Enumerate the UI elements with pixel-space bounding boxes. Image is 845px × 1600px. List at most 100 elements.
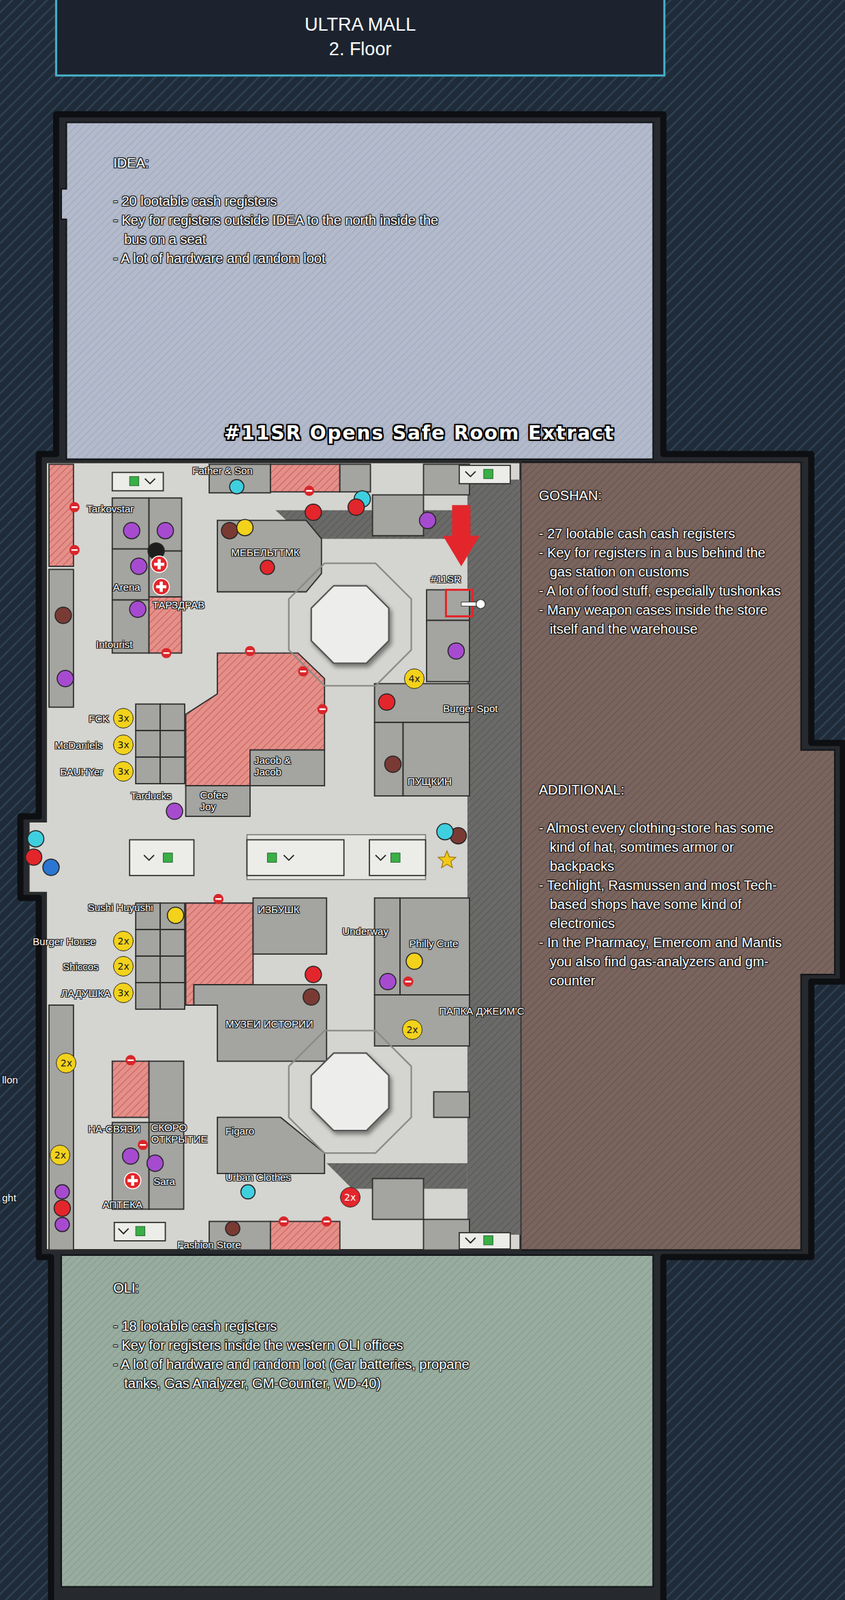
key-icon	[476, 599, 486, 609]
loot-dot	[25, 479, 467, 1237]
register-count: 3x	[117, 712, 130, 724]
note-item: - In the Pharmacy, Emercom and Mantis yo…	[539, 932, 792, 991]
loot-dot	[348, 498, 365, 516]
loot-dot	[53, 1200, 71, 1217]
store-label: McDaniels	[54, 739, 103, 751]
store-label: МУЗЕИ ИСТОРИИ	[225, 1018, 314, 1030]
stairs-icon	[246, 839, 344, 875]
medic-icon	[153, 578, 170, 595]
store-block	[374, 898, 401, 995]
atrium	[246, 563, 426, 1154]
store-block	[160, 929, 185, 957]
stairs-icon	[143, 855, 155, 860]
stairs-icon	[375, 855, 386, 860]
loot-dot	[303, 988, 320, 1006]
note-item: - A lot of hardware and random loot	[113, 248, 441, 268]
store-label: Burger House	[32, 934, 97, 947]
goshan-area	[520, 462, 835, 1250]
note-item: - A lot of hardware and random loot (Car…	[113, 1354, 502, 1393]
store-label: Shiccos	[62, 960, 99, 973]
atrium-outline	[288, 563, 412, 687]
building-outline	[20, 114, 843, 1600]
loot-dot	[240, 1185, 255, 1200]
note-item: - Key for registers inside the western O…	[113, 1335, 502, 1355]
store-block	[374, 722, 404, 796]
door-key-label: #11SR	[430, 573, 462, 585]
area-heading: GOSHAN:	[539, 485, 792, 505]
store-block	[160, 730, 185, 758]
store-label: Arena	[113, 581, 141, 593]
store-block	[270, 1221, 341, 1250]
stairs-icon	[135, 1226, 145, 1236]
store-label: Father & Son	[192, 464, 253, 477]
store-block	[160, 902, 185, 930]
store-label: ЛАДУШКА	[60, 987, 111, 1000]
loot-dot	[25, 849, 42, 866]
loot-dot	[55, 1217, 70, 1232]
store-block	[250, 750, 325, 786]
register-count: 3x	[117, 987, 130, 999]
register-count: 2x	[60, 1057, 73, 1069]
register-count: 3x	[117, 765, 130, 777]
store-label: АПТЕКА	[102, 1198, 143, 1211]
loot-dot	[385, 756, 402, 773]
register-count-marker: 2x	[402, 1019, 423, 1040]
register-count-marker: 4x	[404, 668, 425, 689]
stairs-icon	[465, 1237, 476, 1243]
stairs-icon	[129, 476, 139, 486]
note-item: - Many weapon cases inside the store its…	[539, 600, 792, 639]
star-marker	[438, 851, 456, 868]
store-label: Tarducks	[130, 789, 172, 801]
area-heading: IDEA:	[113, 153, 441, 173]
loot-dot	[129, 601, 146, 618]
idea-area	[61, 122, 654, 460]
store-label: СКОРО ОТКРЫТИЕ	[151, 1121, 220, 1145]
store-label: llon	[2, 1073, 18, 1086]
store-block	[149, 1061, 184, 1123]
store-block	[217, 1117, 325, 1174]
shadow-corridor	[467, 479, 521, 1235]
oli-area	[61, 1255, 654, 1588]
loot-dot	[379, 973, 396, 991]
store-block	[194, 984, 328, 1062]
mall-floor	[28, 462, 521, 1250]
store-block	[135, 982, 161, 1010]
area-heading: OLI:	[113, 1278, 502, 1298]
store-block	[372, 1178, 424, 1220]
store-block	[160, 703, 185, 731]
area-notes: IDEA:- 20 lootable cash registers- Key f…	[113, 153, 441, 268]
loot-dot	[436, 823, 454, 840]
stairs-icon	[391, 853, 401, 863]
store-block	[135, 730, 161, 758]
register-count: 2x	[344, 1191, 356, 1203]
store-label: Philly Cute	[409, 936, 459, 949]
store-label: МЕБЕЛЬТТМК	[231, 546, 300, 559]
store-block	[270, 464, 341, 492]
loot-dot	[123, 522, 140, 540]
store-label: Underway	[342, 924, 389, 937]
stairs-icon	[267, 853, 276, 863]
loot-dot	[225, 1221, 240, 1236]
title-box	[55, 0, 665, 76]
store-block	[112, 549, 150, 601]
atrium-outline	[288, 1030, 412, 1154]
store-label: ТАРЗДРАВ	[152, 598, 206, 610]
medic-icon	[151, 556, 168, 573]
loot-dot	[305, 966, 322, 983]
store-block	[252, 898, 327, 955]
note-item: - Techlight, Rasmussen and most Tech-bas…	[539, 875, 792, 933]
loot-dot	[406, 953, 423, 970]
stairs-icon	[283, 855, 294, 860]
store-block	[426, 620, 470, 682]
medic-icon	[159, 581, 163, 593]
register-count-marker: 2x	[113, 930, 134, 952]
store-block	[135, 929, 161, 957]
stairs-icon	[112, 472, 164, 491]
stairs-icon	[483, 1235, 493, 1245]
store-label: Figaro	[225, 1125, 255, 1137]
note-item: - 18 lootable cash registers	[113, 1316, 502, 1336]
loot-dot	[42, 859, 60, 876]
key-icon	[461, 599, 486, 609]
store-label: ПУЩКИН	[407, 774, 452, 787]
